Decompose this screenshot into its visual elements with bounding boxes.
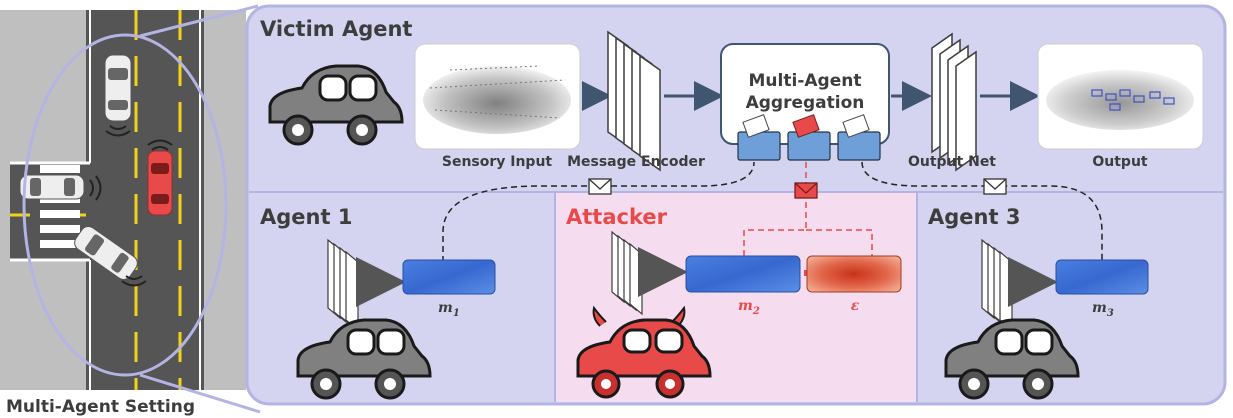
folder-icon-agent3 <box>837 114 881 161</box>
sensory-input-image <box>414 43 581 150</box>
scene-car-red <box>147 150 173 216</box>
perturbation-feature <box>806 255 902 293</box>
envelope-icon-left <box>588 178 612 195</box>
zoom-line-bottom <box>139 373 261 414</box>
agent1-encoder-icon <box>327 238 359 332</box>
attacker-message-feature <box>685 255 801 293</box>
output-image <box>1037 43 1204 150</box>
attacker-car-icon <box>576 305 712 399</box>
agent1-message-symbol: m1 <box>438 300 460 319</box>
focus-ellipse <box>22 33 228 377</box>
zoom-line-top <box>139 4 259 38</box>
envelope-icon-attacker <box>794 182 818 199</box>
attacker-message-symbol: m2 <box>738 298 760 317</box>
scene-car-left <box>19 174 85 200</box>
folder-icon-attacker <box>787 114 831 161</box>
victim-agent-title: Victim Agent <box>260 17 412 41</box>
multi-agent-setting-caption: Multi-Agent Setting <box>6 397 195 417</box>
scene-car-bottom <box>74 226 138 280</box>
agent3-car-icon <box>944 318 1080 400</box>
message-encoder-icon <box>607 30 661 172</box>
agent3-title: Agent 3 <box>928 205 1020 229</box>
message-encoder-label: Message Encoder <box>567 154 705 170</box>
agent1-message-feature <box>402 259 496 295</box>
agent1-title: Agent 1 <box>260 205 352 229</box>
output-net-icon <box>931 32 977 172</box>
output-net-label: Output Net <box>908 154 996 170</box>
output-label: Output <box>1092 154 1148 170</box>
aggregation-label-line1: Multi-Agent <box>749 71 862 91</box>
scene-car-top <box>104 54 132 122</box>
victim-car-icon <box>268 64 404 146</box>
agent3-message-feature <box>1055 259 1149 295</box>
agent1-car-icon <box>296 318 432 400</box>
agent3-message-symbol: m3 <box>1092 300 1114 319</box>
perturbation-symbol: ε <box>851 298 860 314</box>
folder-icon-agent1 <box>737 114 781 161</box>
aggregation-label-line2: Aggregation <box>746 93 865 113</box>
wireless-signal-icon <box>89 125 173 287</box>
sensory-input-label: Sensory Input <box>442 154 553 170</box>
attacker-title: Attacker <box>566 205 668 229</box>
link-agent1-to-folder <box>442 161 755 262</box>
road-vertical <box>86 10 204 390</box>
envelope-icon-right <box>983 178 1007 195</box>
link-agent3-to-folder <box>861 161 1103 262</box>
multi-agent-setting-scene: Multi-Agent Setting <box>0 4 261 417</box>
